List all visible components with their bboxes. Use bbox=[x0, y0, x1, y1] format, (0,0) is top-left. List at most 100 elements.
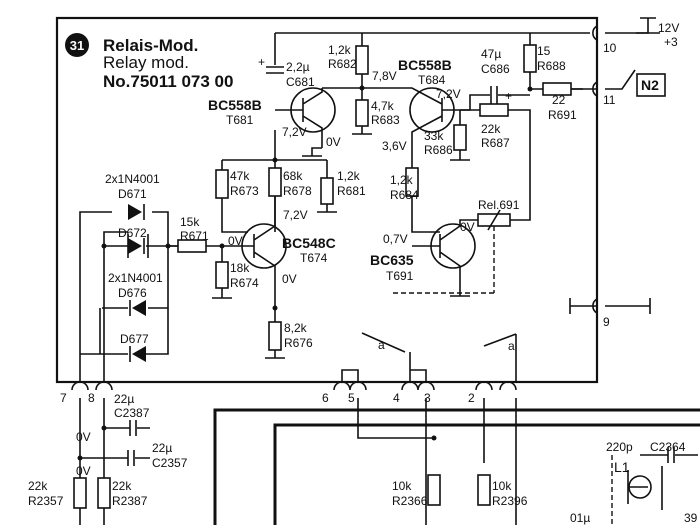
t681-ref: T681 bbox=[226, 113, 254, 127]
thick-bus-inner bbox=[273, 423, 700, 525]
node-diode-b bbox=[165, 243, 171, 249]
r678-body bbox=[268, 167, 282, 197]
rel691-coil-mark bbox=[487, 209, 501, 231]
rel691-label: Rel.691 bbox=[478, 198, 520, 212]
pin-label-3: 3 bbox=[424, 391, 431, 405]
c2387-ref: C2387 bbox=[114, 406, 150, 420]
supply-label-top: 12V bbox=[658, 21, 679, 35]
r678-ref: R678 bbox=[283, 184, 312, 198]
r2366-value: 10k bbox=[392, 479, 412, 493]
r691-body bbox=[542, 82, 572, 96]
r683-body bbox=[355, 99, 369, 127]
d671-ref: D671 bbox=[118, 187, 147, 201]
node-c2357 bbox=[77, 455, 83, 461]
node-r2366 bbox=[431, 435, 437, 441]
r673-ref: R673 bbox=[230, 184, 259, 198]
t681-ground-lead bbox=[311, 147, 322, 156]
relay-contact-right bbox=[483, 333, 517, 382]
relay-n2-wire bbox=[566, 69, 636, 90]
r2387-value: 22k bbox=[112, 479, 132, 493]
relay-n2-label: N2 bbox=[641, 77, 659, 93]
r687-wire bbox=[460, 109, 531, 221]
c2364-plates bbox=[667, 447, 675, 463]
r676-value: 8,2k bbox=[284, 321, 308, 335]
c686-value: 47µ bbox=[481, 47, 501, 61]
c2387-value: 22µ bbox=[114, 392, 134, 406]
t684-ref: T684 bbox=[418, 73, 446, 87]
d677-wire bbox=[80, 308, 169, 355]
r681-body bbox=[320, 177, 334, 205]
r681-ref: R681 bbox=[337, 184, 366, 198]
supply-terminal bbox=[636, 17, 660, 34]
r671-value: 15k bbox=[180, 215, 200, 229]
module-part-number: No.75011 073 00 bbox=[103, 72, 233, 91]
pin-label-11: 11 bbox=[603, 93, 616, 107]
r682-body bbox=[355, 45, 369, 75]
r691-value: 22 bbox=[552, 93, 566, 107]
r674-ref: R674 bbox=[230, 276, 259, 290]
c686-ref: C686 bbox=[481, 62, 510, 76]
t674-collector-voltage: 7,2V bbox=[283, 208, 308, 222]
t681-collector-voltage: 0V bbox=[326, 135, 341, 149]
node-7v8 bbox=[359, 85, 365, 91]
r674-value: 18k bbox=[230, 261, 250, 275]
relay-contact-left bbox=[361, 332, 411, 382]
r684-body bbox=[405, 167, 419, 197]
c686-plates bbox=[490, 86, 498, 104]
r2396-value: 10k bbox=[492, 479, 512, 493]
coupling-cap-wires bbox=[80, 427, 150, 459]
t684-emitter-voltage: 3,6V bbox=[382, 139, 407, 153]
t681-emitter-voltage: 7,2V bbox=[282, 125, 307, 139]
r2396-body bbox=[477, 474, 491, 506]
r686-ref: R686 bbox=[424, 143, 453, 157]
r673-value: 47k bbox=[230, 169, 250, 183]
d672-bar bbox=[143, 238, 178, 254]
r688-value: 15 bbox=[537, 44, 551, 58]
pin-9-wire bbox=[569, 298, 651, 314]
t691-ref: T691 bbox=[386, 269, 414, 283]
t691-leads bbox=[412, 219, 478, 296]
r2357-value: 22k bbox=[28, 479, 48, 493]
r684-ref: R684 bbox=[390, 188, 419, 202]
c681-ref: C681 bbox=[286, 75, 315, 89]
pin-10-connector bbox=[592, 25, 598, 41]
t674-base-voltage: 0V bbox=[228, 234, 243, 248]
node-r688 bbox=[527, 86, 533, 92]
r681-value: 1,2k bbox=[337, 169, 361, 183]
r691-ref: R691 bbox=[548, 108, 577, 122]
t674-emitter-voltage: 0V bbox=[282, 272, 297, 286]
pin-label-9: 9 bbox=[603, 315, 610, 329]
c686-wire bbox=[469, 94, 530, 110]
pin-label-5: 5 bbox=[348, 391, 355, 405]
r676-ref: R676 bbox=[284, 336, 313, 350]
r671-r674-wire bbox=[170, 245, 223, 298]
r674-body bbox=[215, 261, 229, 289]
c2357-ref: C2357 bbox=[152, 456, 188, 470]
module-outline bbox=[55, 16, 599, 384]
d677-ref: D677 bbox=[120, 332, 149, 346]
pins-7-8-connectors bbox=[71, 381, 113, 391]
pin-label-8: 8 bbox=[88, 391, 95, 405]
c2364-ref: C2364 bbox=[650, 440, 686, 454]
c681-polarity: + bbox=[258, 55, 265, 69]
d671-symbol bbox=[128, 204, 142, 220]
pin-9-connector bbox=[592, 298, 598, 314]
t691-type: BC635 bbox=[370, 252, 414, 268]
r2357-body bbox=[73, 477, 87, 509]
coupling-cap-plates bbox=[127, 420, 137, 466]
r678-value: 68k bbox=[283, 169, 303, 183]
c681-value: 2,2µ bbox=[286, 60, 310, 74]
r673-body bbox=[215, 169, 229, 199]
r688-ref: R688 bbox=[537, 59, 566, 73]
c2364-value: 220p bbox=[606, 440, 633, 454]
lower-right-wires bbox=[357, 398, 517, 525]
node-diode-a bbox=[101, 243, 107, 249]
supply-wire bbox=[605, 18, 649, 34]
bus-b-voltage: 0V bbox=[76, 464, 91, 478]
pin-label-6: 6 bbox=[322, 391, 329, 405]
cut-right-label: 39 bbox=[684, 511, 698, 525]
cut-cap-value: 01µ bbox=[570, 511, 590, 525]
t674-ref: T674 bbox=[300, 251, 328, 265]
r2387-ref: R2387 bbox=[112, 494, 148, 508]
